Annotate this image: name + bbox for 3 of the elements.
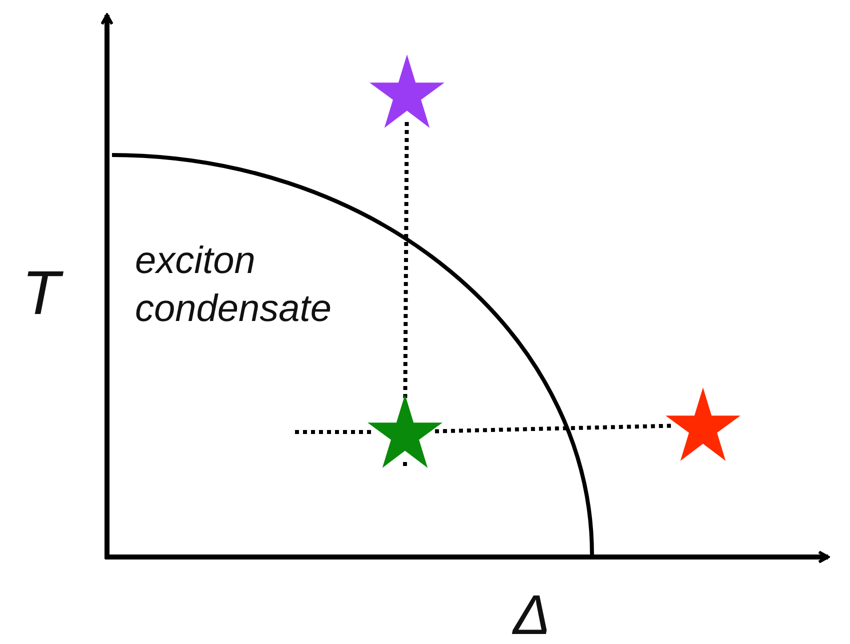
- axis-label: Δ: [513, 582, 551, 644]
- region-label: exciton condensate: [135, 239, 332, 332]
- dotted-line: [434, 424, 674, 434]
